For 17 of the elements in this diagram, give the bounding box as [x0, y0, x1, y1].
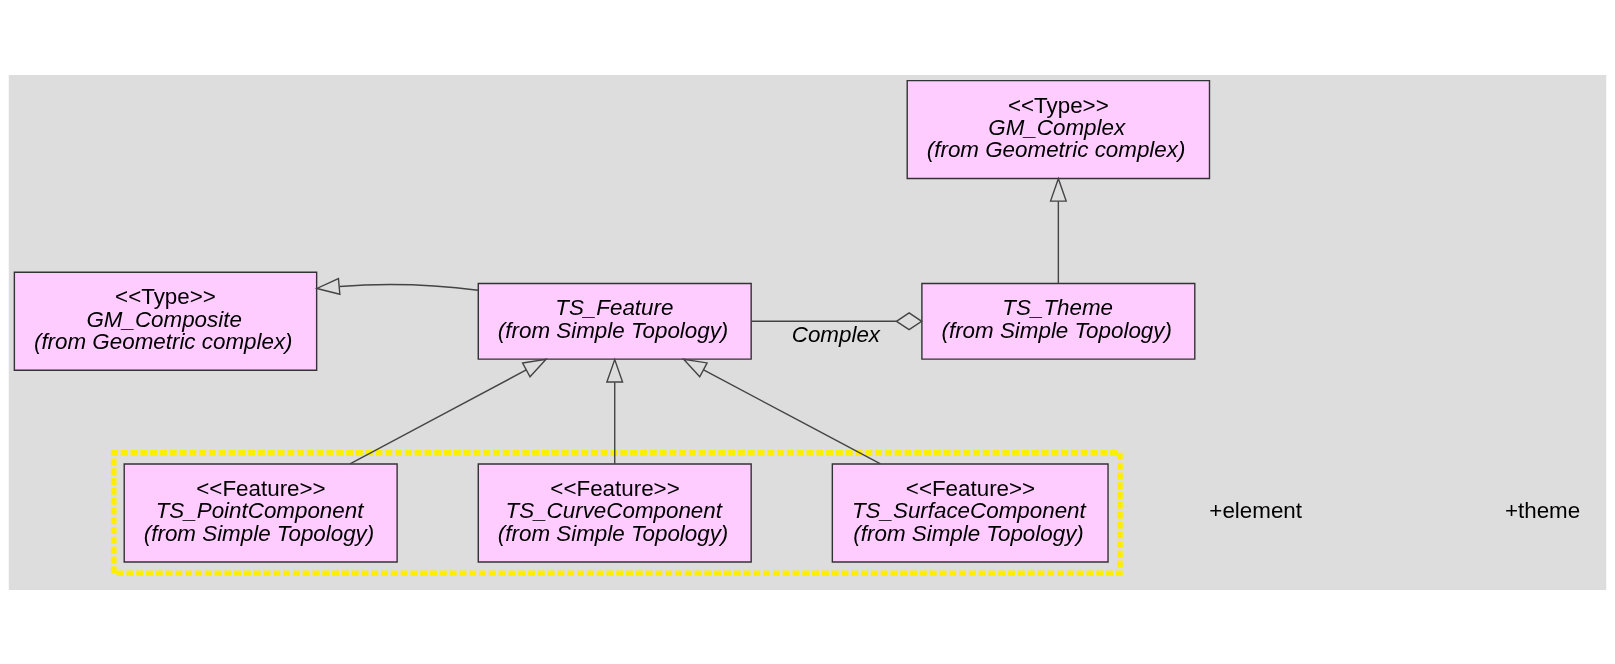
- label: +theme: [1504, 497, 1581, 523]
- node-box: <<Feature>> TS_CurveComponent (from Simple Topology): [477, 462, 752, 563]
- arrow: [1049, 176, 1068, 284]
- node-box: <<Type>> GM_Composite (from Geometric complex): [13, 271, 318, 371]
- node-box: <<Feature>> TS_SurfaceComponent (from Simple Topology): [831, 462, 1109, 563]
- label: +element: [1209, 497, 1303, 523]
- connector: [750, 311, 923, 331]
- node-box: TS_Theme (from Simple Topology): [921, 282, 1196, 360]
- arrow: [605, 357, 624, 465]
- arrow: [681, 357, 882, 465]
- arrow: [349, 357, 548, 465]
- node-box: TS_Feature (from Simple Topology): [477, 282, 752, 360]
- node-box: <<Type>> GM_Complex (from Geometric complex): [906, 79, 1211, 179]
- cluster: [110, 449, 1123, 576]
- edge-label: Complex: [791, 321, 881, 347]
- node-box: <<Feature>> TS_PointComponent (from Simple Topology): [123, 462, 398, 563]
- arrow: [314, 277, 479, 295]
